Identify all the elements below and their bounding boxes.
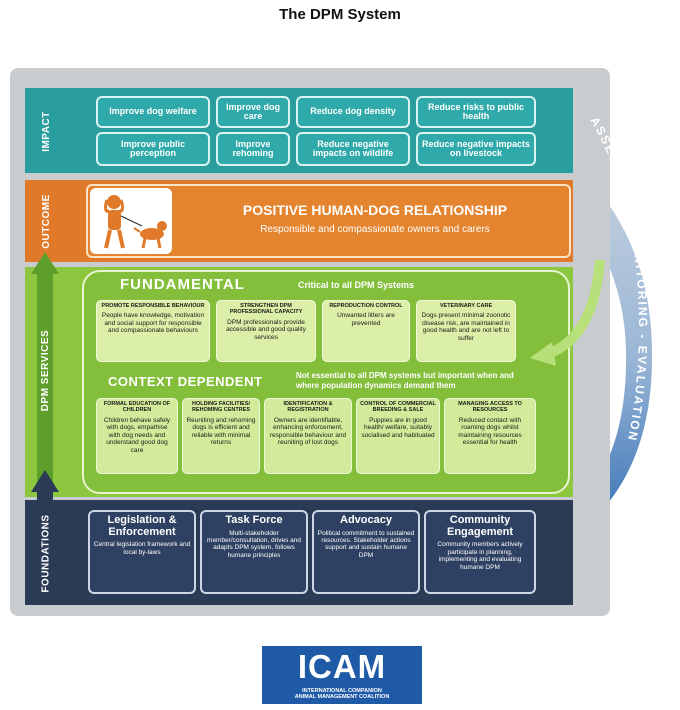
foundations-side-label: FOUNDATIONS [40,513,52,593]
services-side-label: DPM SERVICES [40,329,52,411]
fundamental-note: Critical to all DPM Systems [298,280,415,290]
outcome-up-arrow [31,180,59,262]
fundamental-box-professional-capacity: STRENGTHEN DPM PROFESSIONAL CAPACITY DPM… [216,300,316,362]
impact-side-label: IMPACT [40,110,52,152]
outcome-title: POSITIVE HUMAN-DOG RELATIONSHIP [242,202,508,218]
outcome-side-label: OUTCOME [40,193,52,249]
context-box-identification: IDENTIFICATION & REGISTRATION Owners are… [264,398,352,474]
services-up-arrow [31,252,59,492]
context-box-commercial-breeding: CONTROL OF COMMERCIAL BREEDING & SALE Pu… [356,398,440,474]
upward-arrows [31,92,59,602]
impact-box-public-health: Reduce risks to public health [416,96,536,128]
foundation-box-community-engagement: Community Engagement Community members a… [424,510,536,594]
impact-box-dog-welfare: Improve dog welfare [96,96,210,128]
green-feedback-arrow [530,259,605,366]
context-box-education: FORMAL EDUCATION OF CHILDREN Children be… [96,398,178,474]
context-dependent-note: Not essential to all DPM systems but imp… [296,371,514,390]
impact-box-livestock: Reduce negative impacts on livestock [416,132,536,166]
icam-logo-word: ICAM [297,648,387,685]
context-box-holding-facilities: HOLDING FACILITIES/ REHOMING CENTRES Reu… [182,398,260,474]
foundations-up-arrow [31,470,59,602]
foundation-box-legislation: Legislation & Enforcement Central legisl… [88,510,196,594]
diagram-title: The DPM System [279,6,401,23]
outcome-subtitle: Responsible and compassionate owners and… [260,224,490,235]
context-dependent-title: CONTEXT DEPENDENT [108,374,263,389]
person-walking-dog-icon [90,188,172,254]
impact-box-rehoming: Improve rehoming [216,132,290,166]
foundation-box-advocacy: Advocacy Political commitment to sustain… [312,510,420,594]
impact-box-dog-density: Reduce dog density [296,96,410,128]
context-box-managing-resources: MANAGING ACCESS TO RESOURCES Reduced con… [444,398,536,474]
fundamental-box-responsible-behaviour: PROMOTE RESPONSIBLE BEHAVIOUR People hav… [96,300,210,362]
icam-logo-subtitle: INTERNATIONAL COMPANION ANIMAL MANAGEMEN… [294,688,390,701]
fundamental-box-reproduction-control: REPRODUCTION CONTROL Unwanted litters ar… [322,300,410,362]
fundamental-title: FUNDAMENTAL [120,276,245,293]
fundamental-box-veterinary-care: VETERINARY CARE Dogs present minimal zoo… [416,300,516,362]
impact-box-dog-care: Improve dog care [216,96,290,128]
icam-logo [262,646,422,704]
impact-box-wildlife: Reduce negative impacts on wildlife [296,132,410,166]
foundation-box-task-force: Task Force Multi-stakeholder member/cons… [200,510,308,594]
impact-up-arrow [31,92,59,172]
impact-box-public-perception: Improve public perception [96,132,210,166]
